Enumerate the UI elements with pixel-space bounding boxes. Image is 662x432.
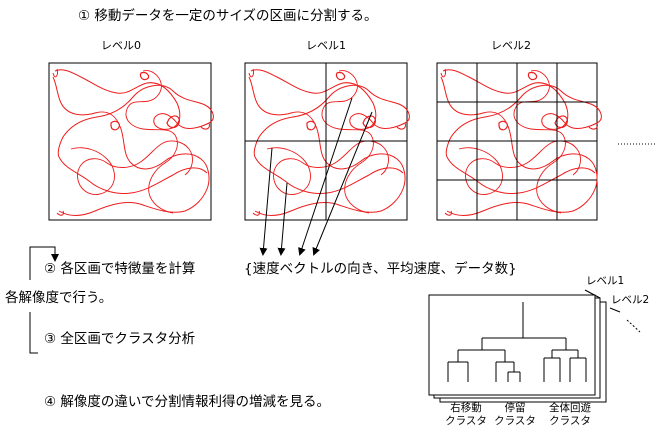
arrow-4 — [312, 111, 373, 256]
side-note-text: 各解像度で行う。 — [5, 290, 113, 306]
level2-label: レベル2 — [491, 39, 531, 52]
level0-label: レベル0 — [101, 39, 141, 52]
cluster-label-line2: クラスタ — [494, 414, 536, 427]
level1-label-leader — [584, 289, 601, 299]
cluster-label-line2: クラスタ — [445, 414, 487, 427]
dendrogram-panel-front — [428, 294, 596, 396]
cluster-label-line1: 右移動 — [450, 402, 482, 414]
loop-bracket-top — [29, 246, 56, 280]
cluster-label-roam: 全体回遊 クラスタ — [540, 402, 600, 427]
arrow-3 — [298, 97, 353, 256]
cluster-label-line1: 全体回遊 — [549, 402, 591, 414]
step1-text: ① 移動データを一定のサイズの区画に分割する。 — [78, 8, 378, 24]
level1-label: レベル1 — [306, 39, 346, 52]
loop-bracket — [29, 246, 59, 354]
loop-arrowhead — [51, 254, 59, 262]
step3-text: ③ 全区画でクラスタ分析 — [44, 331, 196, 347]
level0-frame — [48, 62, 212, 221]
more-levels-dash — [626, 319, 641, 333]
cluster-label-line2: クラスタ — [549, 414, 591, 427]
level1-panel — [244, 62, 410, 221]
loop-bracket-bottom — [29, 312, 38, 354]
dendrogram-tree — [447, 302, 587, 382]
level2-label-leader — [609, 307, 621, 313]
dendrogram-level1-label: レベル1 — [586, 275, 625, 287]
step2-text: ② 各区画で特徴量を計算 — [44, 261, 196, 277]
step4-text: ④ 解像度の違いで分割情報利得の増減を見る。 — [44, 394, 330, 410]
features-text: {速度ベクトルの向き、平均速度、データ数} — [244, 261, 517, 277]
arrow-2 — [277, 182, 288, 256]
level2-panel — [436, 62, 602, 221]
feature-arrows — [259, 97, 373, 256]
cluster-label-stay: 停留 クラスタ — [490, 402, 540, 427]
dendrogram-level2-label: レベル2 — [611, 294, 650, 306]
cluster-label-right-move: 右移動 クラスタ — [440, 402, 492, 427]
cluster-label-line1: 停留 — [504, 402, 526, 414]
level0-panel — [48, 62, 214, 221]
dendrogram-panels — [428, 289, 641, 403]
arrow-1 — [259, 147, 273, 256]
